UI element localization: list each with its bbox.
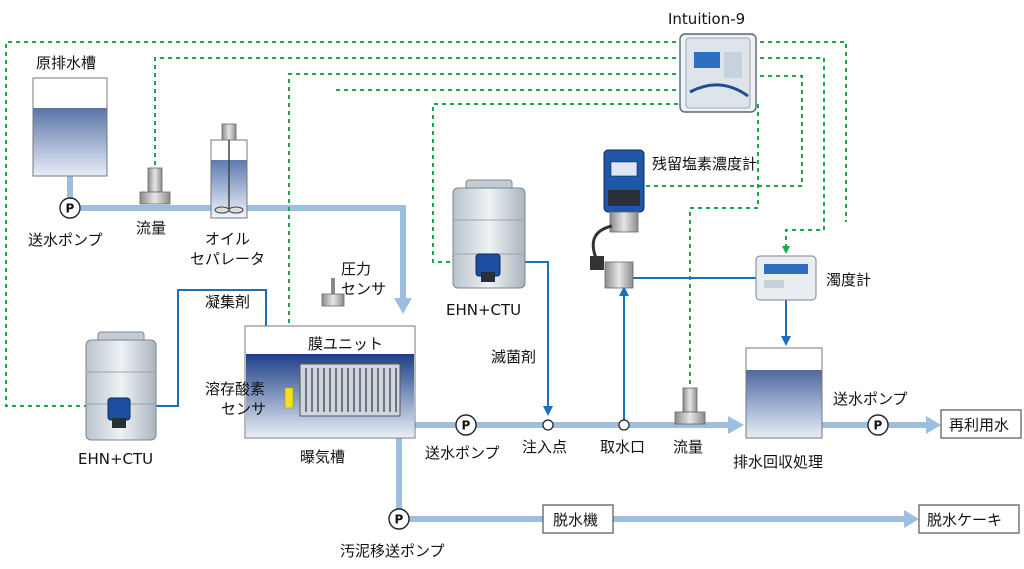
signal-center-ehn xyxy=(432,103,686,263)
sludge-pump-label: 汚泥移送ポンプ xyxy=(340,542,445,560)
signal-turbidity xyxy=(760,57,825,250)
feed-pump-1: P xyxy=(59,197,81,219)
turbidity-meter-label: 濁度計 xyxy=(826,271,871,289)
membrane-unit-label: 膜ユニット xyxy=(308,335,383,353)
recovery-label: 排水回収処理 xyxy=(733,453,823,471)
cake-label: 脱水ケーキ xyxy=(927,511,1002,529)
pressure-label-1: 圧力 xyxy=(341,260,371,278)
injection-point-label: 注入点 xyxy=(522,438,567,456)
ehn-ctu-center-label: EHN+CTU xyxy=(446,301,521,319)
do-sensor-label-2: センサ xyxy=(221,400,266,418)
do-sensor-probe xyxy=(284,387,294,409)
aeration-tank xyxy=(244,325,416,439)
disinfectant-label: 滅菌剤 xyxy=(491,348,536,366)
controller-label: Intuition-9 xyxy=(668,10,745,28)
ehn-ctu-left-label: EHN+CTU xyxy=(78,450,153,468)
flow-sensor-1 xyxy=(139,167,171,205)
intuition-9-controller xyxy=(679,33,757,113)
pump-symbol: P xyxy=(874,419,883,433)
pump-symbol: P xyxy=(395,513,404,527)
flow-2-label: 流量 xyxy=(673,438,703,456)
arrow-into-reuse xyxy=(926,416,941,434)
raw-tank-label: 原排水槽 xyxy=(36,54,96,72)
pump-symbol: P xyxy=(462,419,471,433)
turbidity-meter-device xyxy=(755,255,817,301)
signal-chlorine xyxy=(646,75,803,187)
do-sensor-label-1: 溶存酸素 xyxy=(205,380,265,398)
dehydrator-box xyxy=(542,504,614,534)
pressure-label-2: センサ xyxy=(341,280,386,298)
ehn-ctu-center-unit xyxy=(452,179,526,289)
feed-pump-2: P xyxy=(455,414,477,436)
intake-label: 取水口 xyxy=(600,438,645,456)
reuse-water-box xyxy=(940,409,1022,439)
pipe-main-top xyxy=(70,205,406,300)
feed-pump-1-label: 送水ポンプ xyxy=(28,231,103,249)
sludge-pump: P xyxy=(388,508,410,530)
intake-marker xyxy=(618,419,630,431)
arrow-into-recovery xyxy=(728,416,744,434)
arrow-into-cake xyxy=(904,510,919,528)
pressure-sensor xyxy=(321,278,345,307)
signal-flow-2 xyxy=(689,104,759,388)
reuse-water-label: 再利用水 xyxy=(949,416,1009,434)
feed-pump-3-label: 送水ポンプ xyxy=(833,390,908,408)
chlorine-meter-device xyxy=(590,149,645,289)
dehydrator-label: 脱水機 xyxy=(553,511,598,529)
oil-sep-label-2: セパレータ xyxy=(190,250,265,268)
signal-flow-1 xyxy=(154,57,676,168)
oil-separator xyxy=(210,123,248,219)
injection-point-marker xyxy=(542,419,554,431)
recovery-tank xyxy=(745,347,823,439)
feed-pump-2-label: 送水ポンプ xyxy=(425,444,500,462)
chlorine-meter-label: 残留塩素濃度計 xyxy=(652,155,757,173)
pump-symbol: P xyxy=(66,202,75,216)
cake-box xyxy=(918,504,1020,534)
aeration-tank-label: 曝気槽 xyxy=(300,448,345,466)
signal-pressure xyxy=(288,73,676,386)
coagulant-label: 凝集剤 xyxy=(205,293,250,311)
arrow-into-membrane xyxy=(394,298,412,314)
flow-1-label: 流量 xyxy=(136,219,166,237)
raw-water-tank xyxy=(32,77,108,177)
line-coagulant xyxy=(137,289,267,407)
oil-sep-label-1: オイル xyxy=(205,230,250,248)
signal-left-ehn xyxy=(5,41,676,407)
ehn-ctu-left-unit xyxy=(85,331,157,441)
feed-pump-3: P xyxy=(867,414,889,436)
flow-sensor-2 xyxy=(674,387,706,425)
